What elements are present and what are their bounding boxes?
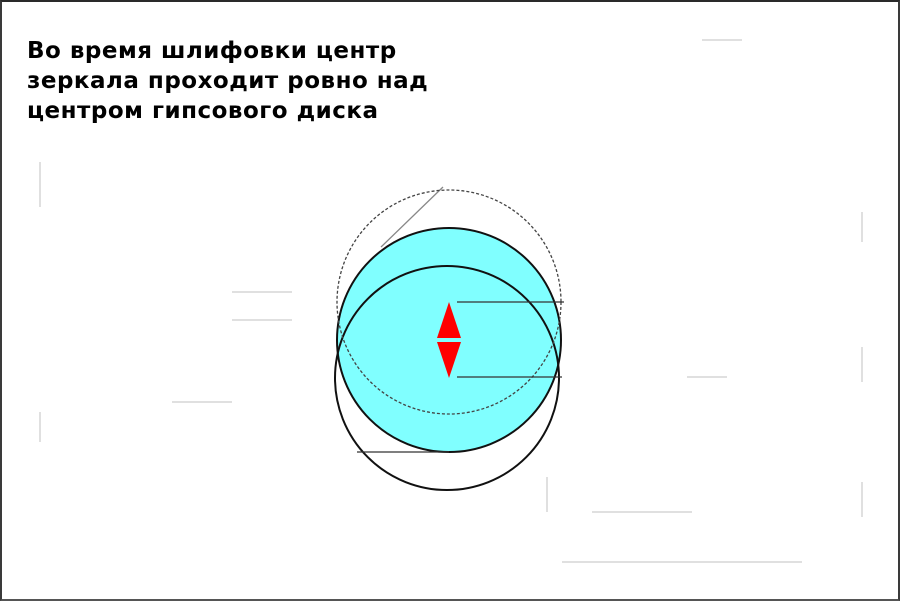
arrow-head-down — [437, 342, 461, 378]
plaster-disk-circle — [334, 265, 560, 491]
mirror-circle — [336, 227, 562, 453]
caption-text: Во время шлифовки центр зеркала проходит… — [27, 36, 467, 126]
caption-line-2: зеркала проходит ровно над — [27, 68, 429, 94]
arrow-head-up — [437, 302, 461, 338]
caption-line-3: центром гипсового диска — [27, 98, 379, 124]
vertical-double-arrow — [437, 302, 461, 378]
faint-background-marks — [39, 39, 863, 563]
caption-line-1: Во время шлифовки центр — [27, 38, 397, 64]
leader-line-top — [380, 186, 444, 248]
